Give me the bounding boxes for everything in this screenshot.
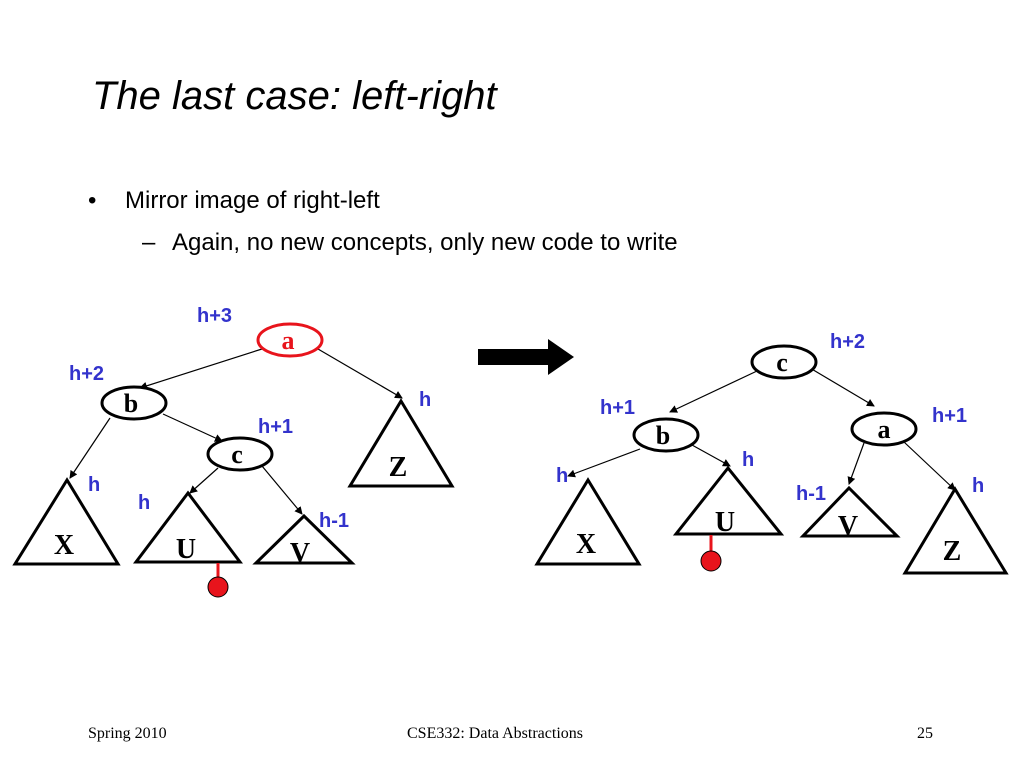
transform-arrow <box>478 339 574 375</box>
slide-title: The last case: left-right <box>92 74 497 118</box>
subtree-z <box>347 398 455 488</box>
inserted-node <box>207 576 229 598</box>
height-label-b: h+1 <box>600 397 635 419</box>
node-a <box>256 322 324 358</box>
subtree-x <box>534 477 642 566</box>
subtree-u <box>672 465 785 536</box>
slide-number: 25 <box>917 725 933 742</box>
subtree-x <box>12 477 121 566</box>
footer-course: CSE332: Data Abstractions <box>407 725 583 742</box>
sub-bullet-item: –Again, no new concepts, only new code t… <box>142 229 678 257</box>
height-label-v: h-1 <box>319 510 349 532</box>
subtree-z <box>902 486 1009 575</box>
sub-bullet-text: Again, no new concepts, only new code to… <box>172 229 678 256</box>
bullet-item: • Mirror image of right-left <box>88 187 380 215</box>
node-c <box>750 344 818 380</box>
height-label-a: h+3 <box>197 305 232 327</box>
subtree-v-label: V <box>838 511 858 542</box>
height-label-c: h+2 <box>830 331 865 353</box>
subtree-x-label: X <box>576 529 596 560</box>
edge-b-c <box>162 413 223 442</box>
node-a <box>850 411 918 447</box>
height-label-a: h+1 <box>932 405 967 427</box>
edge-b-u <box>691 444 731 467</box>
edge-c-v <box>261 465 303 515</box>
node-a-label: a <box>878 415 891 444</box>
edge-c-u <box>189 467 219 494</box>
subtree-u <box>132 490 244 564</box>
footer-term: Spring 2010 <box>88 725 167 742</box>
height-label-b: h+2 <box>69 363 104 385</box>
height-label-x: h <box>556 465 568 487</box>
height-label-u: h <box>138 492 150 514</box>
bullet-marker: • <box>88 187 97 214</box>
edge-a-b <box>139 348 263 390</box>
subtree-v <box>252 513 356 565</box>
height-label-z: h <box>972 475 984 497</box>
node-a-label: a <box>282 326 295 355</box>
edge-c-a <box>809 367 875 407</box>
subtree-x-label: X <box>54 530 74 561</box>
sub-bullet-marker: – <box>142 229 156 256</box>
before-tree: a b c Z X U V h+3 h+2 h+1 <box>12 305 455 598</box>
bullet-text: Mirror image of right-left <box>125 187 380 214</box>
node-c <box>206 436 274 472</box>
edge-a-z <box>903 441 956 491</box>
subtree-v-label: V <box>290 538 310 569</box>
node-b-label: b <box>124 389 138 418</box>
subtree-z-label: Z <box>389 452 408 483</box>
edge-a-v <box>847 442 865 485</box>
node-b <box>100 385 168 421</box>
after-tree: c b a X U V Z h+2 h+1 h+1 <box>534 331 1009 575</box>
height-label-x: h <box>88 474 100 496</box>
edge-c-b <box>669 370 758 413</box>
node-c-label: c <box>776 348 788 377</box>
inserted-node <box>700 550 722 572</box>
subtree-z-label: Z <box>943 536 962 567</box>
node-c-label: c <box>231 440 243 469</box>
edge-b-x <box>567 448 641 478</box>
node-b <box>632 417 700 453</box>
height-label-u: h <box>742 449 754 471</box>
height-label-z: h <box>419 389 431 411</box>
edge-b-x <box>69 417 111 479</box>
subtree-u-label: U <box>715 507 735 538</box>
subtree-v <box>799 485 901 538</box>
edge-a-z <box>317 348 403 399</box>
subtree-u-label: U <box>176 534 196 565</box>
height-label-v: h-1 <box>796 483 826 505</box>
node-b-label: b <box>656 421 670 450</box>
height-label-c: h+1 <box>258 416 293 438</box>
